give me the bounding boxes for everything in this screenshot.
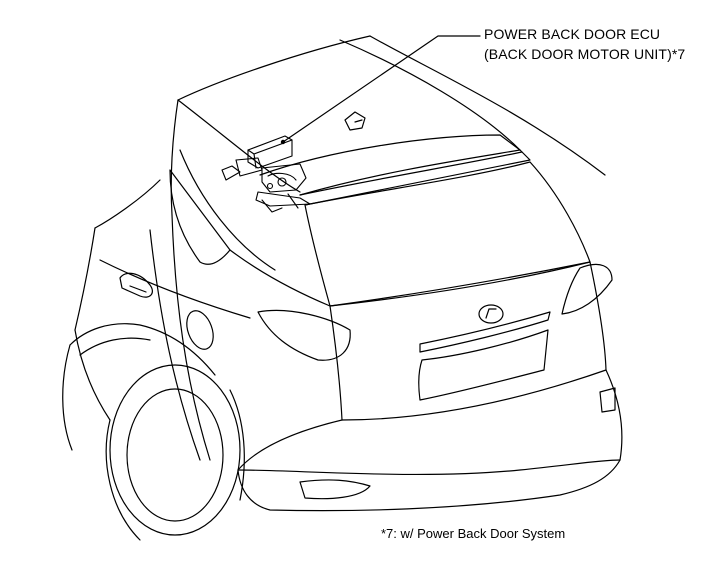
footnote: *7: w/ Power Back Door System [381,526,566,541]
body-side [74,214,251,461]
callout-line-2: (BACK DOOR MOTOR UNIT)*7 [484,46,686,62]
leader-line [280,35,481,145]
liftgate [329,261,607,421]
roof [177,35,606,193]
side-window [94,99,331,307]
tail-lights [257,263,613,361]
rear-spoiler [259,134,531,206]
rear-wheel [62,323,245,541]
component-callout: POWER BACK DOOR ECU (BACK DOOR MOTOR UNI… [484,24,685,64]
rear-bumper [237,369,623,512]
rear-window [304,161,591,307]
back-door-ecu [221,135,311,213]
callout-line-1: POWER BACK DOOR ECU [484,26,661,42]
